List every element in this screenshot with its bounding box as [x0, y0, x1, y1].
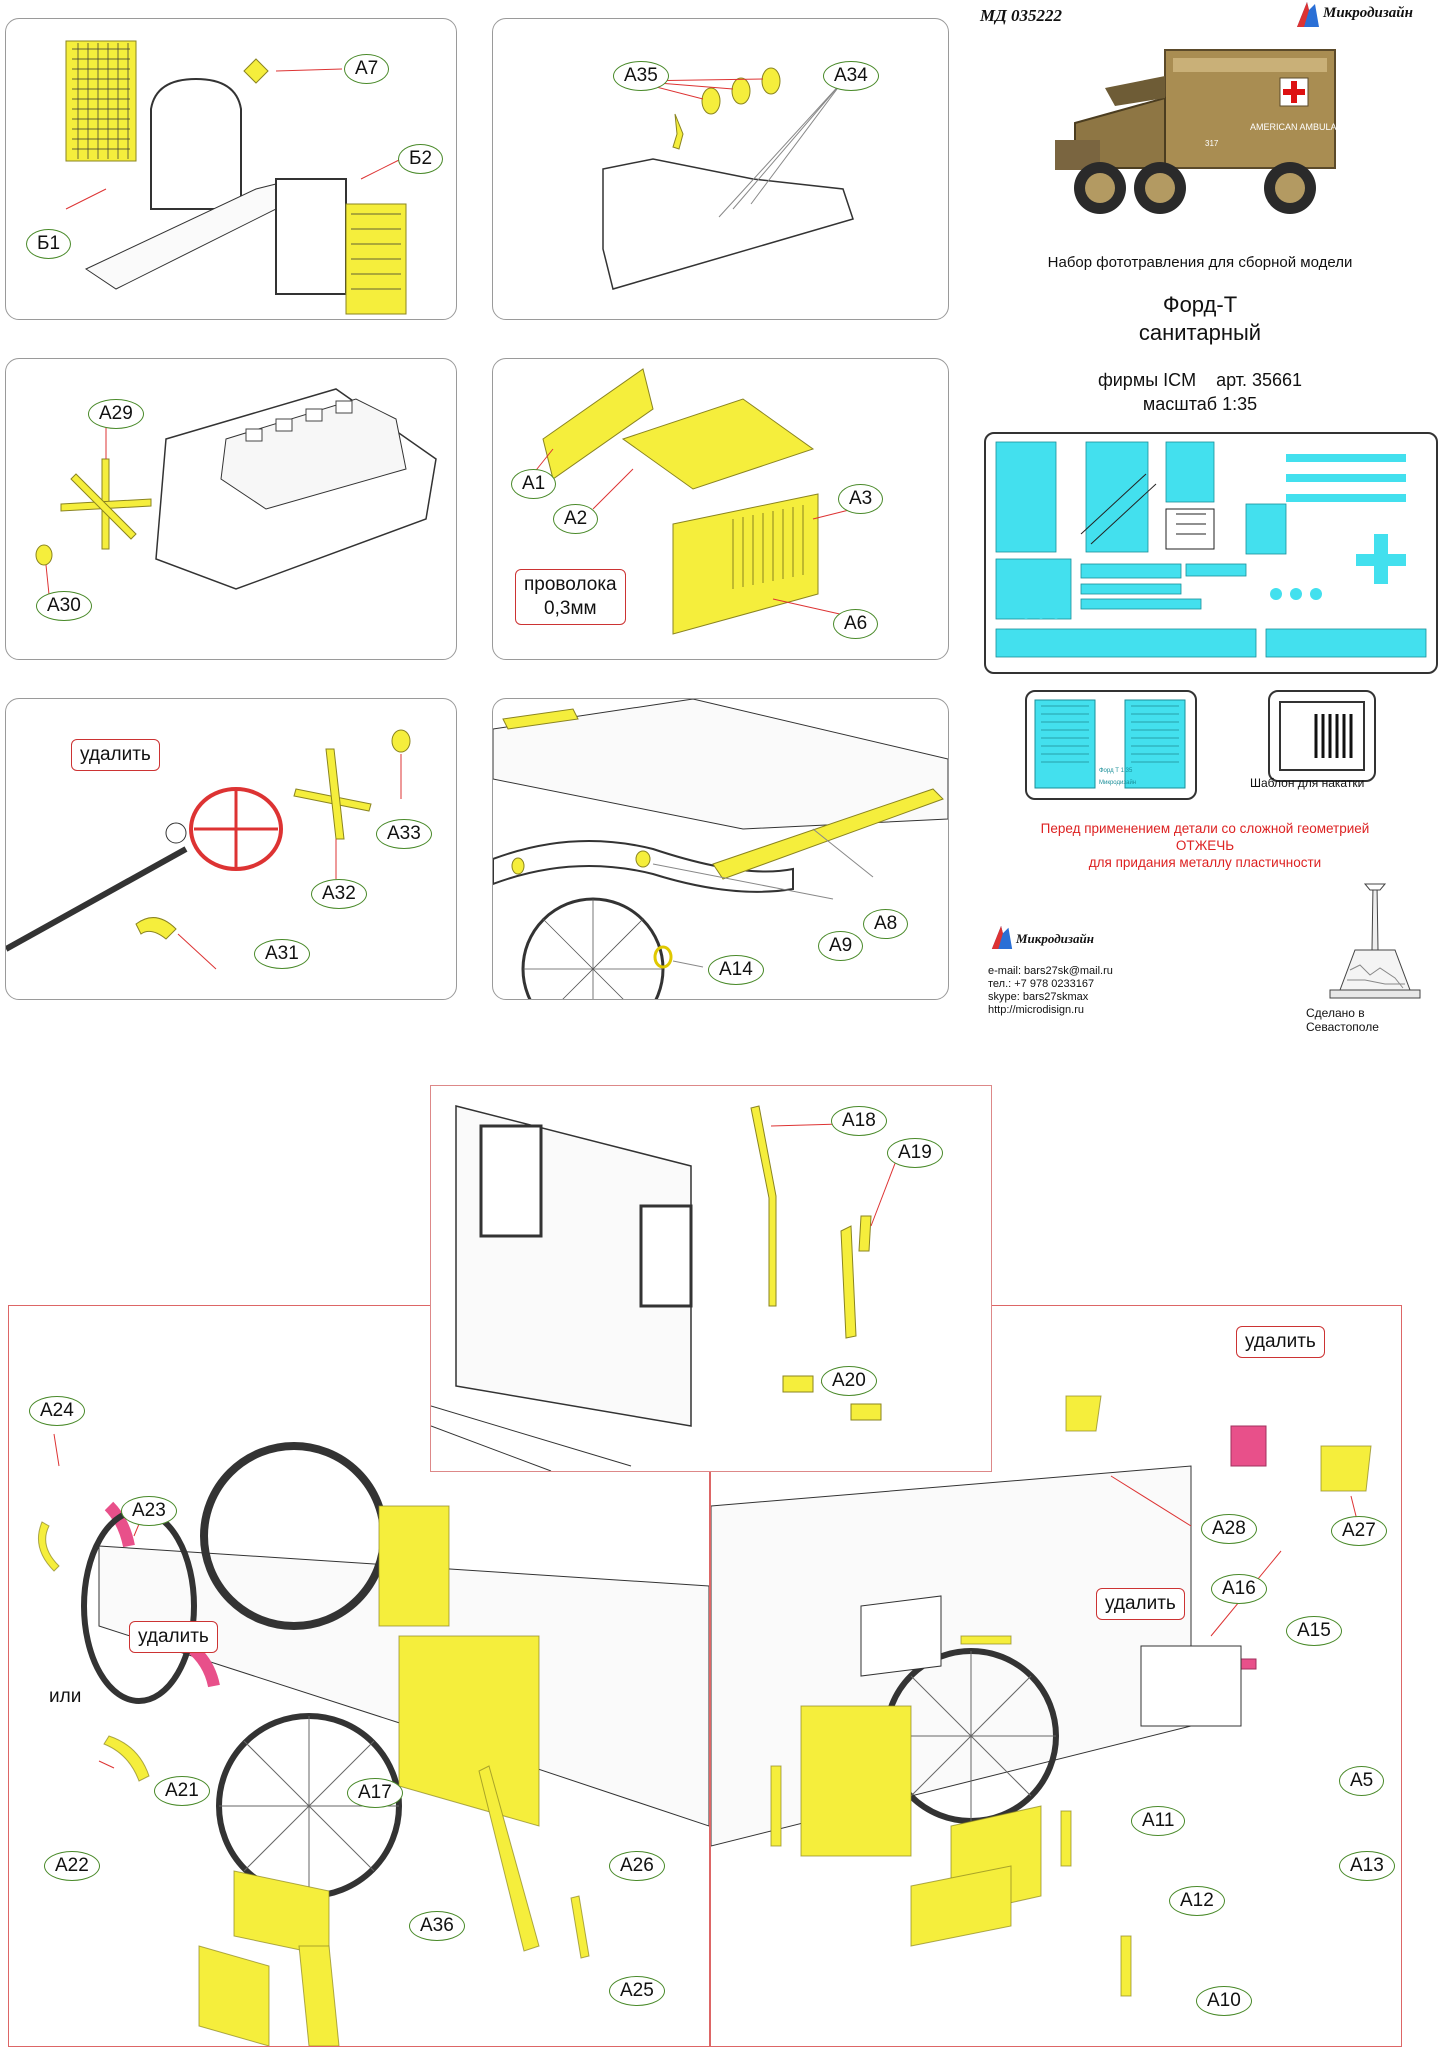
- label-a17: А17: [347, 1778, 403, 1808]
- label-a11: А11: [1131, 1806, 1186, 1836]
- label-a31: А31: [254, 939, 310, 969]
- brand-logo: Микродизайн: [1295, 0, 1435, 28]
- scale-line: масштаб 1:35: [1142, 394, 1258, 414]
- box-art-vehicle-text: AMERICAN AMBULANCE: [1250, 122, 1355, 132]
- small-plate-text2: Микродизайн: [1099, 779, 1136, 786]
- warning-line2: ОТЖЕЧЬ: [1175, 838, 1235, 853]
- label-a2: А2: [553, 504, 599, 534]
- label-a22: А22: [44, 1851, 100, 1881]
- monument-illustration: [1325, 880, 1425, 1010]
- label-a7: А7: [344, 54, 390, 84]
- kit-description: Набор фототравления для сборной модели: [1047, 254, 1353, 271]
- label-b1: Б1: [26, 229, 72, 259]
- contact-logo-icon: [991, 925, 1013, 949]
- label-a33: А33: [376, 819, 432, 849]
- knurling-template: [1268, 690, 1376, 782]
- label-a10: А10: [1196, 1986, 1252, 2016]
- box-art: AMERICAN AMBULANCE 317: [1055, 28, 1356, 228]
- label-a14: А14: [708, 955, 764, 985]
- label-a19: А19: [887, 1138, 943, 1168]
- or-text: или: [49, 1686, 82, 1707]
- remove-label-spare: удалить: [129, 1621, 218, 1653]
- step-panel-floor: А35 А34: [492, 18, 949, 320]
- label-a24: А24: [29, 1396, 85, 1426]
- label-a20: А20: [821, 1366, 877, 1396]
- step-panel-side-left: А24 А23 удалить или А21 А22 А17 А26 А36 …: [8, 1305, 710, 2047]
- label-a36: А36: [409, 1911, 465, 1941]
- etch-fret-sheet: [984, 432, 1438, 674]
- contact-web: http://microdisign.ru: [988, 1004, 1084, 1016]
- small-plate-text1: Форд Т 1:35: [1099, 768, 1133, 774]
- label-a16: А16: [1211, 1574, 1267, 1604]
- contact-info: e-mail: bars27sk@mail.ru тел.: +7 978 02…: [988, 965, 1113, 1017]
- contact-brand: Микродизайн: [1016, 931, 1094, 946]
- label-a1: А1: [511, 469, 557, 499]
- step-panel-steering: удалить А33 А32 А31: [5, 698, 457, 1000]
- wire-note: проволока 0,3мм: [515, 569, 626, 625]
- brand-logo-icon: [1297, 2, 1319, 27]
- step-panel-radiator: А7 Б2 Б1: [5, 18, 457, 320]
- label-a5: А5: [1339, 1766, 1385, 1796]
- maker-line: фирмы ICM арт. 35661: [1097, 370, 1303, 390]
- warning-line1: Перед применением детали со сложной геом…: [1040, 821, 1370, 836]
- small-etch-plate: Форд Т 1:35 Микродизайн: [1025, 690, 1197, 800]
- product-code: МД 035222: [980, 6, 1062, 25]
- label-a9: А9: [818, 931, 864, 961]
- brand-name: Микродизайн: [1323, 5, 1413, 21]
- step-panel-cab-inset: А18 А19 А20: [430, 1085, 992, 1472]
- contact-logo: Микродизайн: [990, 922, 1120, 956]
- label-a13: А13: [1339, 1851, 1395, 1881]
- label-a18: А18: [831, 1106, 887, 1136]
- label-a32: А32: [311, 879, 367, 909]
- contact-email: e-mail: bars27sk@mail.ru: [988, 965, 1113, 977]
- label-a23: А23: [121, 1496, 177, 1526]
- warning-line3: для придания металлу пластичности: [1088, 855, 1322, 870]
- label-a34: А34: [823, 61, 879, 91]
- label-a29: А29: [88, 399, 144, 429]
- made-in-caption: Сделано в Севастополе: [1306, 1006, 1379, 1034]
- warning-text: Перед применением детали со сложной геом…: [985, 820, 1425, 871]
- label-a6: А6: [833, 609, 879, 639]
- model-title-line1: Форд-Т: [1162, 292, 1238, 317]
- contact-skype: skype: bars27skmax: [988, 991, 1089, 1003]
- remove-label-top-right: удалить: [1236, 1326, 1325, 1358]
- label-a25: А25: [609, 1976, 665, 2006]
- template-caption: Шаблон для накатки: [1250, 776, 1365, 790]
- label-a30: А30: [36, 591, 92, 621]
- remove-label-steering: удалить: [71, 739, 160, 771]
- model-title-line2: санитарный: [1138, 320, 1262, 345]
- label-a8: А8: [863, 909, 909, 939]
- step-panel-running-board: А8 А9 А14: [492, 698, 949, 1000]
- label-a27: А27: [1331, 1516, 1387, 1546]
- box-art-number: 317: [1205, 139, 1219, 148]
- label-b2: Б2: [398, 144, 444, 174]
- label-a21: А21: [154, 1776, 210, 1806]
- label-a12: А12: [1169, 1886, 1225, 1916]
- label-a35: А35: [613, 61, 669, 91]
- label-a3: А3: [838, 484, 884, 514]
- label-a15: А15: [1286, 1616, 1342, 1646]
- label-a26: А26: [609, 1851, 665, 1881]
- step-panel-engine-fan: А29 А30: [5, 358, 457, 660]
- contact-phone: тел.: +7 978 0233167: [988, 978, 1095, 990]
- label-a28: А28: [1201, 1514, 1257, 1544]
- step-panel-hood: А1 А2 А3 А6 проволока 0,3мм: [492, 358, 949, 660]
- remove-label-tank: удалить: [1096, 1588, 1185, 1620]
